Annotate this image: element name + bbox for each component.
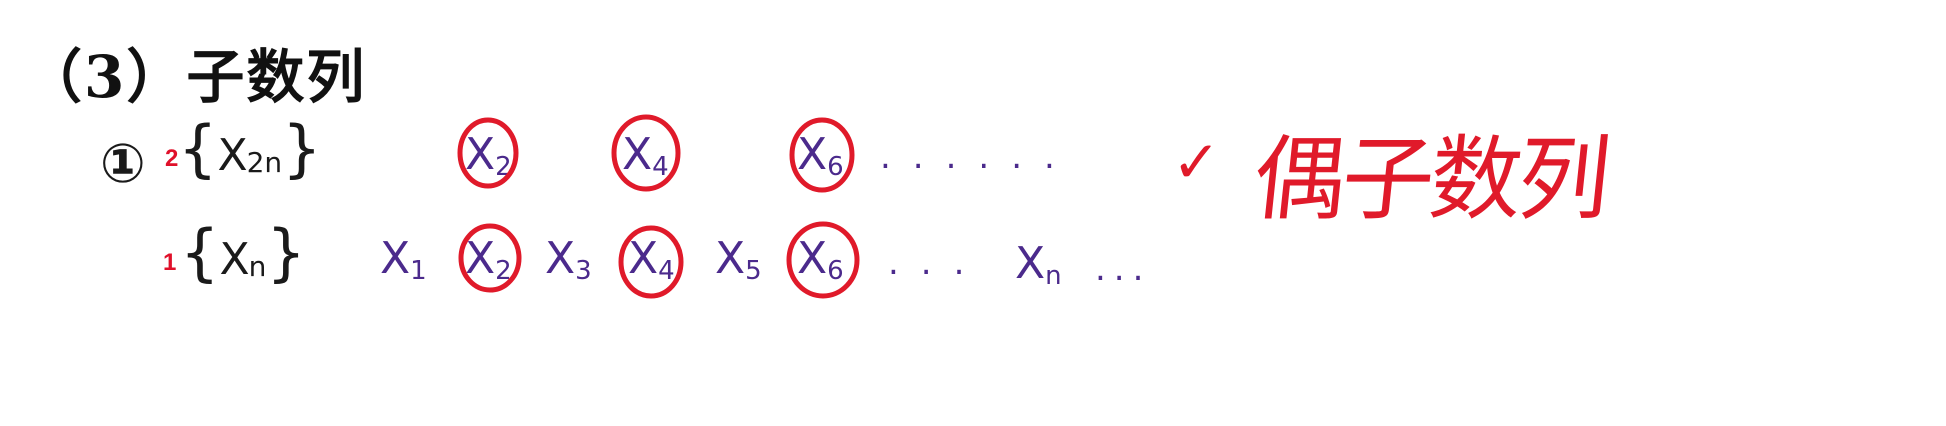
section-title: （3）子数列 [24,43,367,111]
term-x: X [1015,238,1046,289]
row1-left-brace: { [178,112,218,185]
term-x: X [628,233,659,284]
row2-term-1: X1 [380,237,427,286]
row2-term-2: X2 [465,237,512,286]
row2-marker: 1 [163,249,177,276]
row1-term-2: X4 [622,133,669,182]
row2-seq-x: X [219,234,249,285]
row1-bullet: ① [100,132,146,195]
row1-ellipsis: ...... [880,137,1077,177]
term-x: X [380,233,411,284]
term-sub: 3 [575,256,592,286]
row1-term-1: X2 [465,133,512,182]
term-x: X [465,129,496,180]
row2-sequence-label: {Xn} [180,222,306,284]
row1-right-brace: } [282,112,322,185]
term-sub: 6 [827,152,844,182]
term-sub: 2 [495,152,512,182]
row2-term-6: X6 [797,237,844,286]
term-sub: 1 [410,256,427,286]
row2-left-brace: { [180,216,220,289]
row2-ellipsis: ... [888,243,987,283]
row1-seq-x: X [217,130,247,181]
handwritten-note: 偶子数列 [1248,126,1612,233]
row2-trailing-ellipsis: ... [1095,249,1152,289]
term-x: X [545,233,576,284]
term-sub: 5 [745,256,762,286]
term-x: X [465,233,496,284]
row1-seq-sub: 2n [246,146,283,179]
row2-term-4: X4 [628,237,675,286]
row2-seq-sub: n [248,250,267,283]
term-x: X [622,129,653,180]
term-sub: 4 [658,256,675,286]
term-sub: 6 [827,256,844,286]
term-sub: n [1045,261,1062,291]
check-mark: ✓ [1172,128,1221,196]
row1-sequence-label: {X2n} [178,118,322,180]
term-x: X [797,233,828,284]
row2-term-5: X5 [715,237,762,286]
row1-marker: 2 [165,145,179,172]
term-x: X [715,233,746,284]
term-sub: 2 [495,256,512,286]
row1-term-3: X6 [797,133,844,182]
term-x: X [797,129,828,180]
term-sub: 4 [652,152,669,182]
row2-term-last: Xn [1015,242,1062,291]
row2-right-brace: } [266,216,306,289]
row2-term-3: X3 [545,237,592,286]
